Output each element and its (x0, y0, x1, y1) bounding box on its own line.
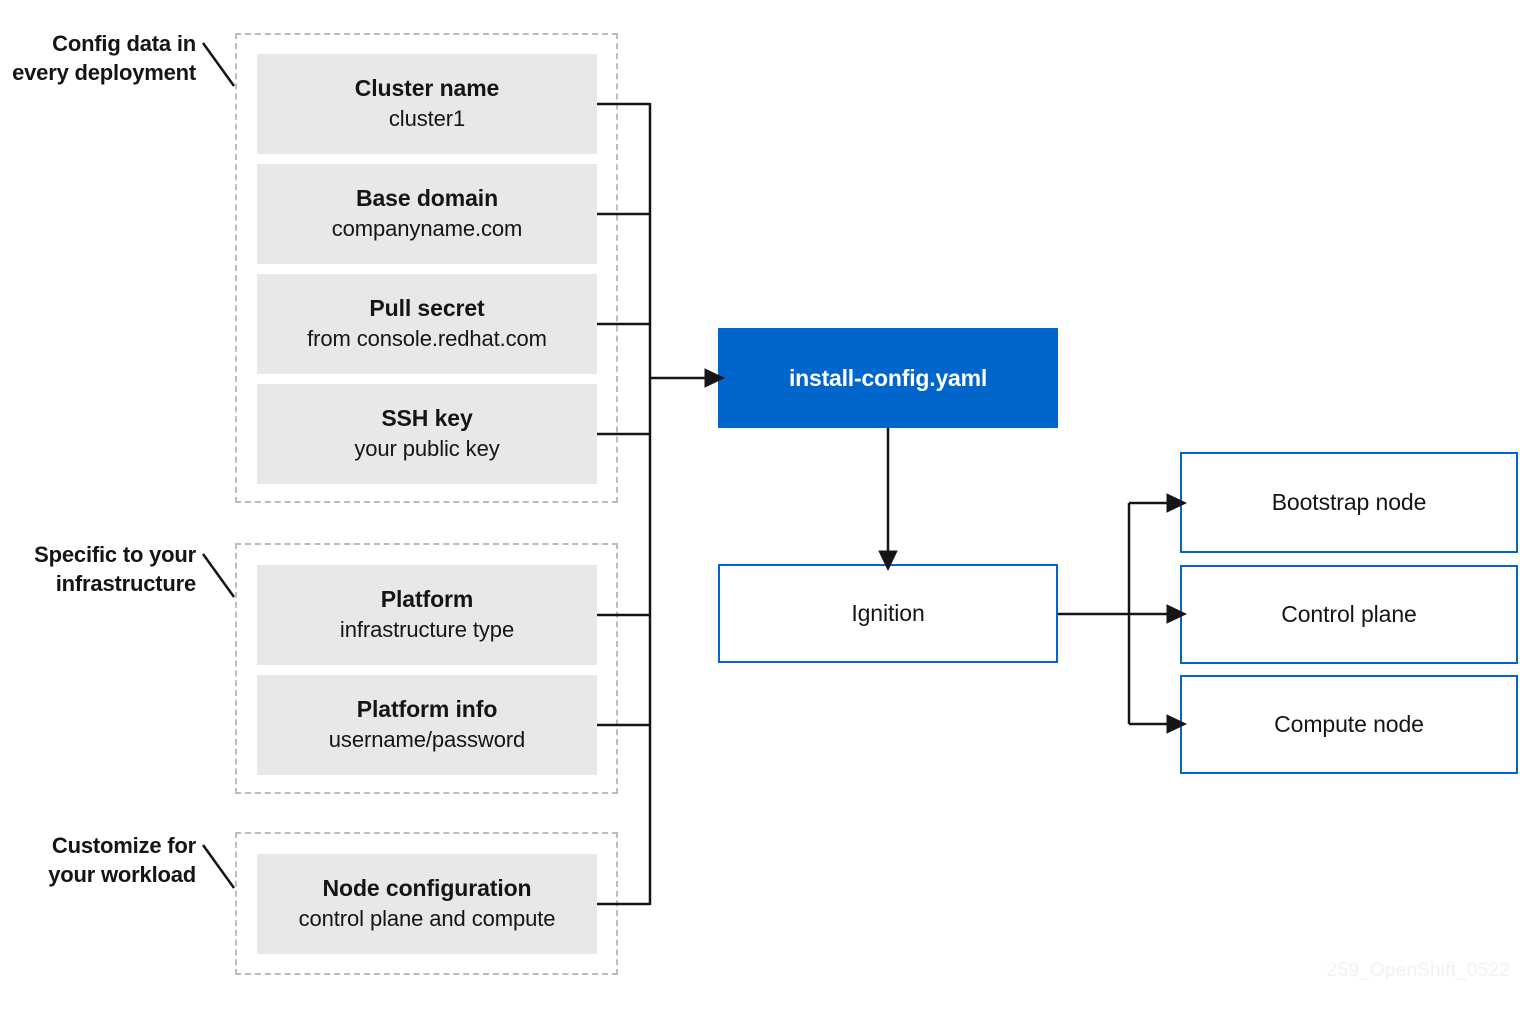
group-label-config-data-line1: Config data in (52, 31, 196, 56)
config-card-ssh-key[interactable]: SSH key your public key (257, 384, 597, 484)
config-card-title: Platform info (356, 695, 498, 722)
config-card-platform-info[interactable]: Platform info username/password (257, 675, 597, 775)
config-card-subtitle: control plane and compute (298, 906, 556, 932)
group-label-config-data: Config data in every deployment (0, 30, 196, 87)
config-card-title: Cluster name (354, 74, 500, 101)
config-card-subtitle: infrastructure type (339, 617, 515, 643)
connector-branch-arms (1129, 493, 1187, 734)
config-card-subtitle: from console.redhat.com (307, 326, 547, 352)
node-install-config-yaml[interactable]: install-config.yaml (718, 328, 1058, 428)
node-compute[interactable]: Compute node (1180, 675, 1518, 774)
config-card-subtitle: cluster1 (388, 106, 466, 132)
node-control-plane[interactable]: Control plane (1180, 565, 1518, 664)
node-compute-label: Compute node (1274, 711, 1424, 737)
group-container-infrastructure (235, 543, 618, 794)
config-card-cluster-name[interactable]: Cluster name cluster1 (257, 54, 597, 154)
node-install-config-yaml-label: install-config.yaml (788, 364, 988, 391)
config-card-title: Base domain (355, 184, 499, 211)
group-label-infrastructure-line1: Specific to your (34, 542, 196, 567)
node-ignition-label: Ignition (851, 600, 925, 626)
config-card-base-domain[interactable]: Base domain companyname.com (257, 164, 597, 264)
config-card-subtitle: your public key (354, 436, 500, 462)
config-card-title: Pull secret (369, 294, 485, 321)
config-card-pull-secret[interactable]: Pull secret from console.redhat.com (257, 274, 597, 374)
config-card-platform[interactable]: Platform infrastructure type (257, 565, 597, 665)
config-card-node-configuration[interactable]: Node configuration control plane and com… (257, 854, 597, 954)
group-label-workload: Customize for your workload (0, 832, 196, 889)
group-label-infrastructure-line2: infrastructure (55, 570, 196, 596)
node-bootstrap[interactable]: Bootstrap node (1180, 452, 1518, 553)
node-ignition[interactable]: Ignition (718, 564, 1058, 663)
node-bootstrap-label: Bootstrap node (1271, 489, 1427, 515)
watermark: 259_OpenShift_0522 (1326, 960, 1510, 981)
group-label-workload-line1: Customize for (51, 833, 196, 858)
node-control-plane-label: Control plane (1281, 601, 1417, 627)
config-card-title: SSH key (381, 404, 473, 431)
config-card-title: Node configuration (322, 874, 532, 901)
config-card-subtitle: companyname.com (331, 216, 523, 242)
group-label-config-data-line2: every deployment (12, 59, 196, 85)
config-card-title: Platform (380, 585, 474, 612)
group-label-workload-line2: your workload (48, 861, 196, 887)
leader-lines (201, 42, 236, 889)
group-container-config-data (235, 33, 618, 503)
config-card-subtitle: username/password (328, 727, 526, 753)
group-label-infrastructure: Specific to your infrastructure (0, 541, 196, 598)
